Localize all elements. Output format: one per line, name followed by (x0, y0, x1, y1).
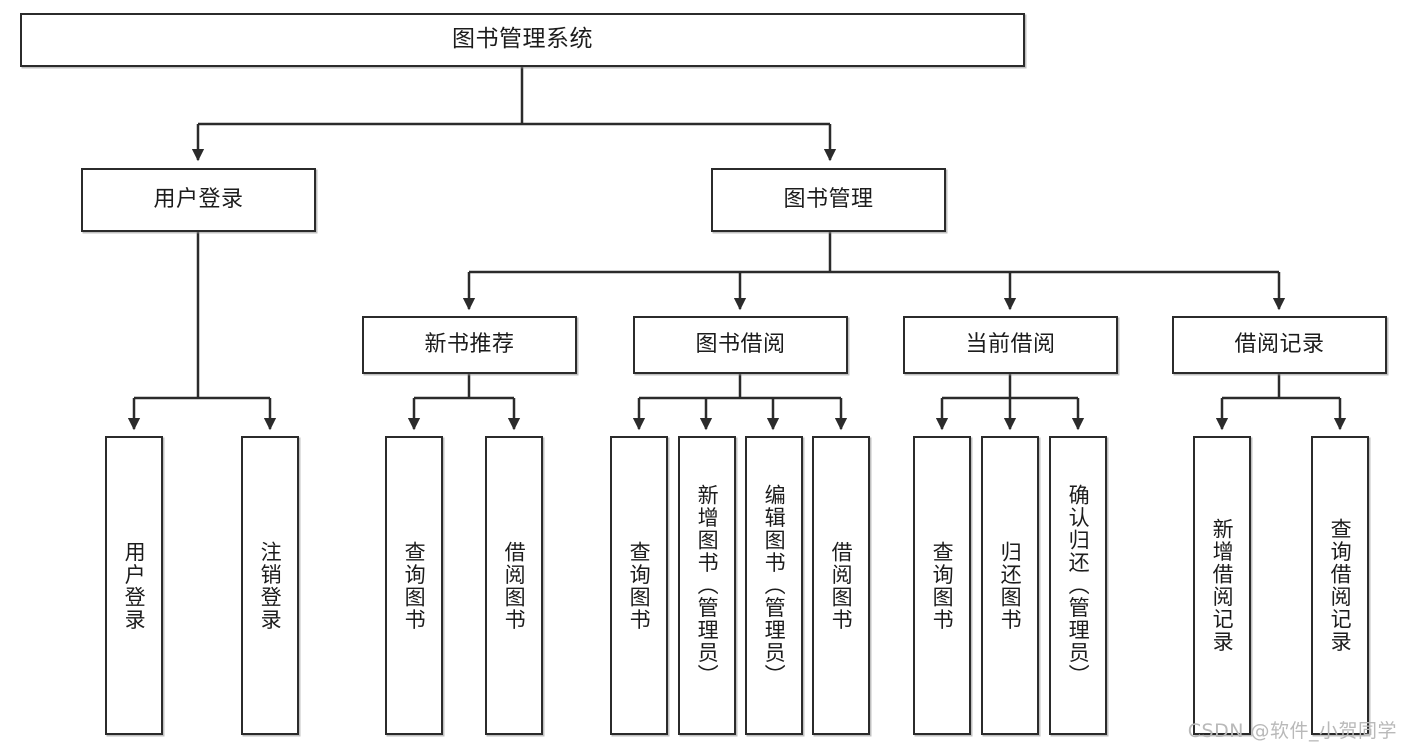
node-label: 图书管理 (783, 186, 874, 212)
node-label: 查询图书 (402, 540, 427, 631)
node-borrow-record[interactable]: 借阅记录 (1172, 316, 1387, 374)
node-label: 图书借阅 (695, 331, 786, 357)
node-label: 编辑图书（管理员） (762, 484, 787, 687)
node-label: 借阅图书 (829, 540, 854, 631)
node-label: 借阅记录 (1234, 331, 1325, 357)
node-leaf-query-book-borrow[interactable]: 查询图书 (610, 436, 668, 735)
node-label: 借阅图书 (502, 540, 527, 631)
node-root-system[interactable]: 图书管理系统 (20, 13, 1025, 67)
node-label: 用户登录 (153, 186, 244, 212)
node-new-book-recommend[interactable]: 新书推荐 (362, 316, 577, 374)
node-book-borrow[interactable]: 图书借阅 (633, 316, 848, 374)
node-label: 查询借阅记录 (1328, 518, 1353, 653)
node-label: 查询图书 (627, 540, 652, 631)
node-label: 新增借阅记录 (1210, 518, 1235, 653)
node-current-borrow[interactable]: 当前借阅 (903, 316, 1118, 374)
node-label: 注销登录 (258, 540, 283, 631)
node-leaf-query-book-recommend[interactable]: 查询图书 (385, 436, 443, 735)
node-user-login[interactable]: 用户登录 (81, 168, 316, 232)
node-label: 归还图书 (998, 540, 1023, 631)
node-leaf-edit-book-admin[interactable]: 编辑图书（管理员） (745, 436, 803, 735)
node-label: 新增图书（管理员） (695, 484, 720, 687)
node-leaf-borrow-book-recommend[interactable]: 借阅图书 (485, 436, 543, 735)
node-book-management[interactable]: 图书管理 (711, 168, 946, 232)
node-leaf-add-borrow-record[interactable]: 新增借阅记录 (1193, 436, 1251, 735)
node-leaf-borrow-book[interactable]: 借阅图书 (812, 436, 870, 735)
node-leaf-return-book[interactable]: 归还图书 (981, 436, 1039, 735)
node-leaf-logout[interactable]: 注销登录 (241, 436, 299, 735)
node-leaf-add-book-admin[interactable]: 新增图书（管理员） (678, 436, 736, 735)
node-label: 新书推荐 (424, 331, 515, 357)
node-leaf-query-borrow-record[interactable]: 查询借阅记录 (1311, 436, 1369, 735)
node-leaf-confirm-return-admin[interactable]: 确认归还（管理员） (1049, 436, 1107, 735)
node-leaf-user-login[interactable]: 用户登录 (105, 436, 163, 735)
node-label: 用户登录 (122, 540, 147, 631)
node-label: 确认归还（管理员） (1066, 484, 1091, 687)
node-leaf-query-book-current[interactable]: 查询图书 (913, 436, 971, 735)
watermark: CSDN @软件_小贺同学 (1187, 720, 1397, 742)
node-label: 图书管理系统 (452, 26, 593, 53)
node-label: 当前借阅 (965, 331, 1056, 357)
node-label: 查询图书 (930, 540, 955, 631)
